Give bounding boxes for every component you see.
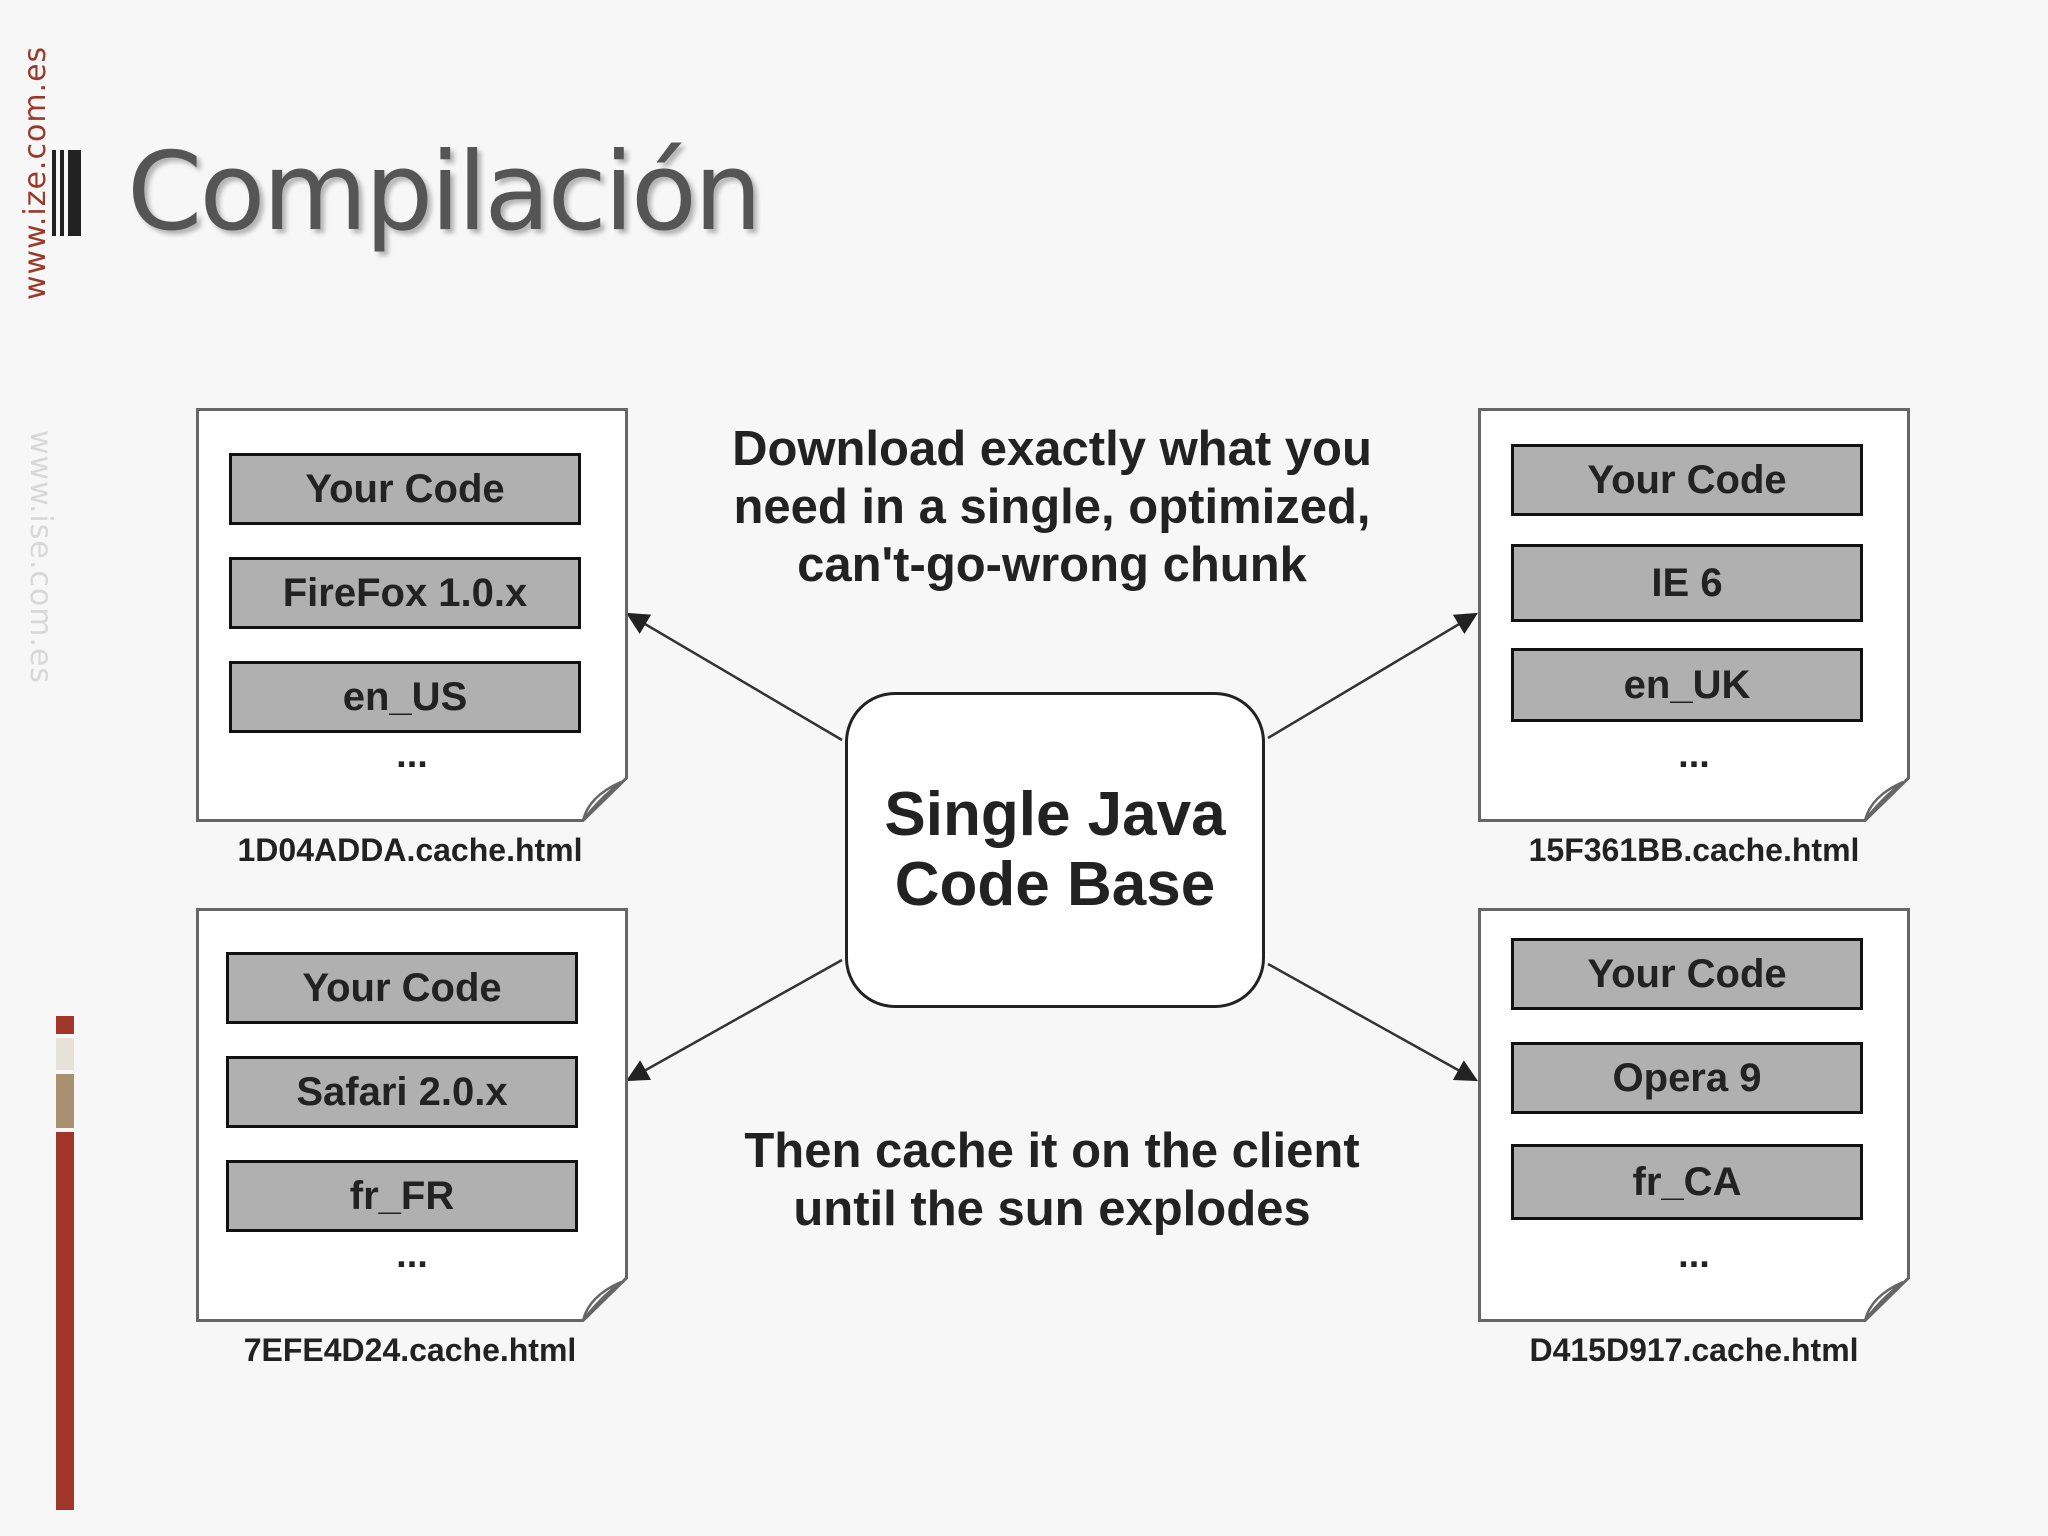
locale-box: fr_CA	[1511, 1144, 1863, 1220]
browser-box: IE 6	[1511, 544, 1863, 622]
accent-bar-red	[56, 1132, 74, 1510]
filename-label: 7EFE4D24.cache.html	[243, 1332, 577, 1368]
caption-bottom: Then cache it on the client until the su…	[692, 1122, 1412, 1238]
code-box: Your Code	[229, 453, 581, 525]
caption-line: until the sun explodes	[793, 1182, 1311, 1236]
ellipsis: ...	[1678, 734, 1710, 776]
slide-title: Compilación	[127, 130, 762, 255]
cache-document-top-right: Your Code IE 6 en_UK ...	[1478, 408, 1910, 822]
accent-bar-red-top	[56, 1016, 74, 1034]
browser-box: FireFox 1.0.x	[229, 557, 581, 629]
caption-line: Then cache it on the client	[744, 1124, 1360, 1178]
code-box: Your Code	[226, 952, 578, 1024]
caption-top: Download exactly what you need in a sing…	[692, 420, 1412, 594]
caption-line: can't-go-wrong chunk	[797, 538, 1307, 592]
caption-line: need in a single, optimized,	[733, 480, 1371, 534]
code-box: Your Code	[1511, 938, 1863, 1010]
filename-label: 1D04ADDA.cache.html	[237, 832, 583, 868]
locale-box: en_US	[229, 661, 581, 733]
code-base-box: Single Java Code Base	[845, 692, 1265, 1008]
locale-box: fr_FR	[226, 1160, 578, 1232]
title-bar-thin	[60, 150, 64, 236]
cache-document-top-left: Your Code FireFox 1.0.x en_US ...	[196, 408, 628, 822]
title-bar-thick	[68, 150, 81, 236]
browser-box: Safari 2.0.x	[226, 1056, 578, 1128]
filename-label: D415D917.cache.html	[1529, 1332, 1859, 1368]
code-base-line: Code Base	[894, 850, 1216, 919]
ellipsis: ...	[396, 734, 428, 776]
ellipsis: ...	[396, 1234, 428, 1276]
ellipsis: ...	[1678, 1234, 1710, 1276]
browser-box: Opera 9	[1511, 1042, 1863, 1114]
caption-line: Download exactly what you	[732, 422, 1372, 476]
accent-bar-light	[56, 1038, 74, 1070]
accent-bar-tan	[56, 1074, 74, 1128]
locale-box: en_UK	[1511, 648, 1863, 722]
cache-document-bottom-left: Your Code Safari 2.0.x fr_FR ...	[196, 908, 628, 1322]
filename-label: 15F361BB.cache.html	[1528, 832, 1860, 868]
code-base-line: Single Java	[884, 780, 1226, 849]
title-bar-thin	[52, 150, 56, 236]
arrow-to-bottom-right	[1267, 962, 1478, 1082]
cache-document-bottom-right: Your Code Opera 9 fr_CA ...	[1478, 908, 1910, 1322]
arrow-to-bottom-left	[626, 958, 843, 1082]
arrow-to-top-right	[1267, 612, 1478, 740]
arrow-to-top-left	[626, 612, 843, 742]
side-url-mirror-text: www.ise.com.es	[23, 430, 58, 685]
code-box: Your Code	[1511, 444, 1863, 516]
